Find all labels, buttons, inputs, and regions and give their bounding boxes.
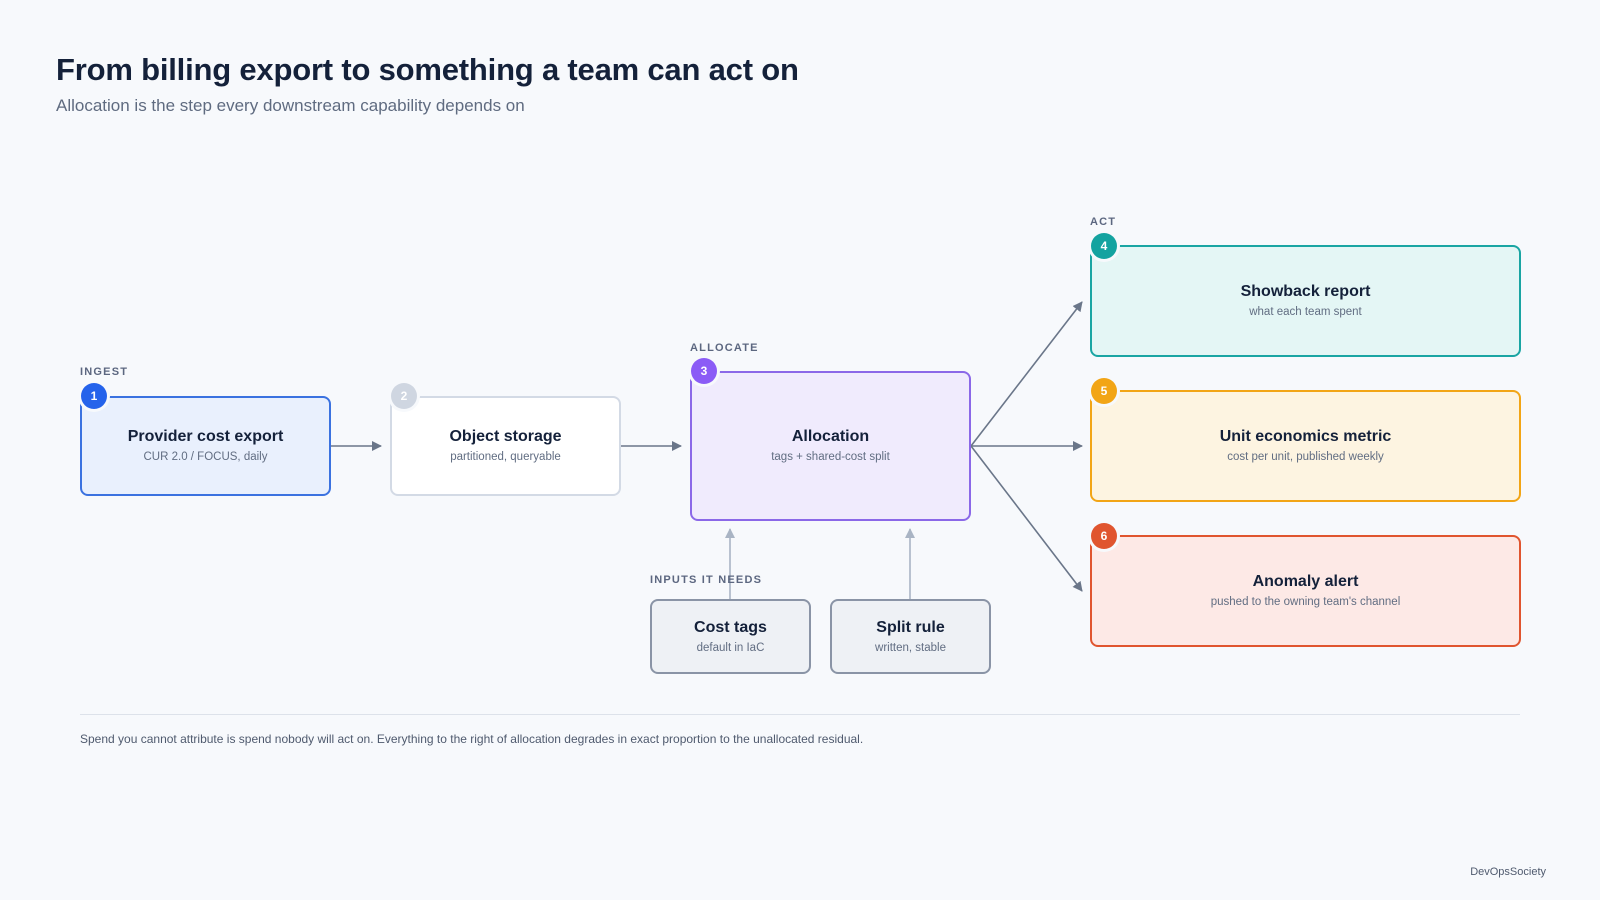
node-title: Object storage: [449, 428, 562, 445]
stage-label-allocate: ALLOCATE: [690, 342, 759, 354]
node-showback-report: Showback report what each team spent: [1090, 245, 1521, 357]
node-subtitle: pushed to the owning team's channel: [1210, 596, 1401, 608]
brand-label: DevOpsSociety: [1470, 866, 1546, 878]
node-subtitle: partitioned, queryable: [450, 451, 561, 463]
node-anomaly-alert: Anomaly alert pushed to the owning team'…: [1090, 535, 1521, 647]
node-subtitle: what each team spent: [1249, 306, 1362, 318]
node-cost-tags: Cost tags default in IaC: [650, 599, 811, 674]
arrow-allocation-to-anomaly: [970, 445, 1083, 592]
node-provider-cost-export: Provider cost export CUR 2.0 / FOCUS, da…: [80, 396, 331, 496]
node-object-storage: Object storage partitioned, queryable: [390, 396, 621, 496]
step-badge-3: 3: [691, 358, 717, 384]
step-badge-6: 6: [1091, 523, 1117, 549]
page-title: From billing export to something a team …: [56, 52, 799, 87]
step-badge-4: 4: [1091, 233, 1117, 259]
node-split-rule: Split rule written, stable: [830, 599, 991, 674]
stage-label-act: ACT: [1090, 216, 1117, 228]
stage-label-ingest: INGEST: [80, 366, 129, 378]
node-title: Anomaly alert: [1252, 573, 1359, 590]
node-subtitle: CUR 2.0 / FOCUS, daily: [143, 451, 268, 463]
arrow-allocation-to-showback: [970, 301, 1083, 447]
footnote: Spend you cannot attribute is spend nobo…: [80, 732, 864, 746]
node-subtitle: cost per unit, published weekly: [1227, 451, 1384, 463]
node-unit-economics-metric: Unit economics metric cost per unit, pub…: [1090, 390, 1521, 502]
step-badge-1: 1: [81, 383, 107, 409]
node-title: Split rule: [876, 618, 945, 636]
node-title: Unit economics metric: [1219, 428, 1392, 445]
node-title: Allocation: [791, 428, 870, 445]
node-title: Cost tags: [694, 618, 767, 636]
node-subtitle: tags + shared-cost split: [771, 451, 890, 463]
node-subtitle: written, stable: [875, 641, 946, 654]
node-title: Showback report: [1240, 283, 1371, 300]
step-badge-2: 2: [391, 383, 417, 409]
page-subtitle: Allocation is the step every downstream …: [56, 96, 525, 115]
stage-label-inputs: INPUTS IT NEEDS: [650, 574, 763, 586]
node-allocation: Allocation tags + shared-cost split: [690, 371, 971, 521]
footer-divider: [80, 714, 1520, 715]
node-title: Provider cost export: [127, 428, 284, 445]
node-subtitle: default in IaC: [696, 641, 765, 654]
step-badge-5: 5: [1091, 378, 1117, 404]
